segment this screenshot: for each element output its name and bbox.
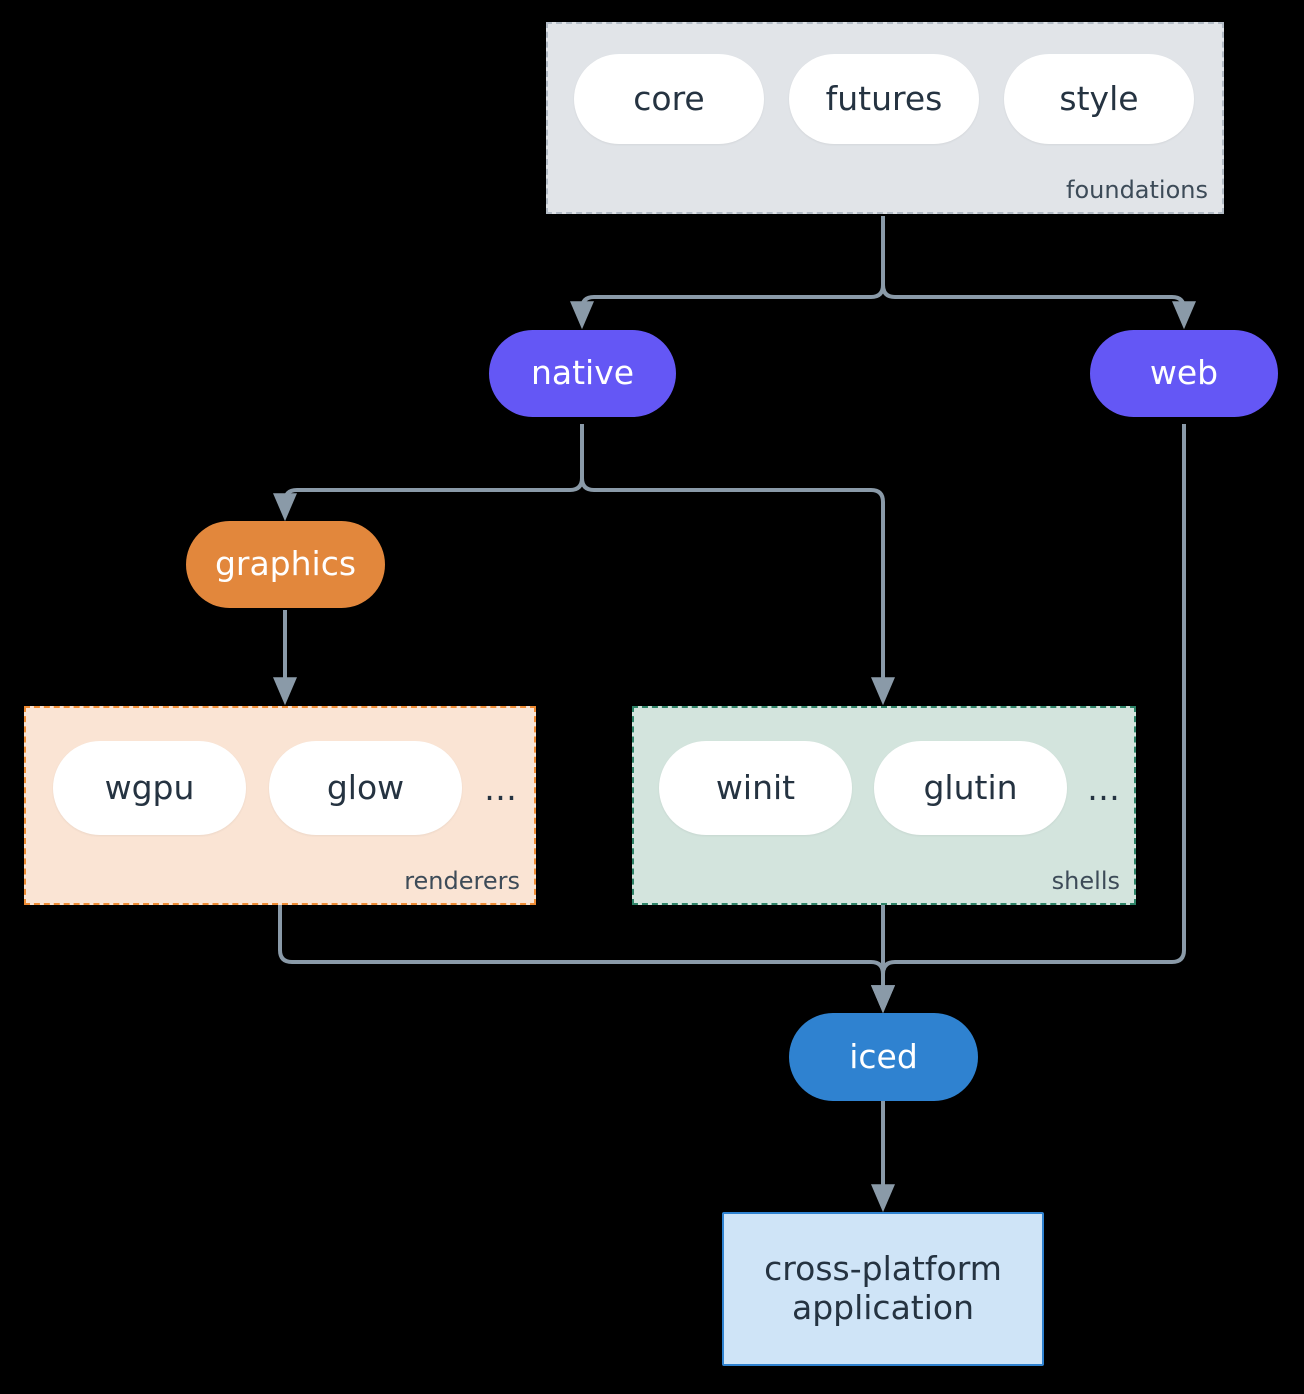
application-label-line2: application [791, 1288, 975, 1327]
node-winit[interactable]: winit [659, 741, 852, 835]
node-futures-label: futures [825, 78, 943, 118]
node-web-label: web [1149, 353, 1219, 393]
edge-renderers-iced [278, 905, 895, 1014]
edge-foundations-web [881, 216, 1196, 330]
shells-overflow-ellipsis: … [1087, 769, 1121, 808]
node-graphics[interactable]: graphics [186, 521, 385, 608]
cluster-renderers-label: renderers [404, 867, 520, 895]
node-style[interactable]: style [1004, 54, 1194, 144]
node-cross-platform-application[interactable]: cross-platform application [722, 1212, 1044, 1366]
node-graphics-label: graphics [214, 544, 357, 584]
node-glow-label: glow [326, 767, 405, 807]
node-core-label: core [633, 78, 705, 118]
cluster-shells: winit glutin … shells [632, 706, 1136, 905]
node-winit-label: winit [715, 767, 796, 807]
node-web[interactable]: web [1090, 330, 1278, 417]
node-native-label: native [530, 353, 635, 393]
edge-native-graphics [273, 424, 584, 522]
cluster-foundations: core futures style foundations [546, 22, 1224, 214]
edge-native-shells [580, 424, 895, 706]
node-style-label: style [1059, 78, 1139, 118]
node-wgpu-label: wgpu [104, 767, 195, 807]
edge-foundations-native [570, 216, 885, 330]
node-glutin-label: glutin [923, 767, 1018, 807]
node-iced-label: iced [849, 1036, 918, 1076]
node-iced[interactable]: iced [789, 1013, 978, 1101]
node-futures[interactable]: futures [789, 54, 979, 144]
node-native[interactable]: native [489, 330, 676, 417]
renderers-overflow-ellipsis: … [484, 769, 518, 808]
node-wgpu[interactable]: wgpu [53, 741, 246, 835]
application-label-line1: cross-platform [764, 1249, 1002, 1289]
cluster-renderers: wgpu glow … renderers [24, 706, 536, 905]
cluster-foundations-label: foundations [1066, 176, 1208, 204]
node-glow[interactable]: glow [269, 741, 462, 835]
node-glutin[interactable]: glutin [874, 741, 1067, 835]
cluster-shells-label: shells [1051, 867, 1120, 895]
node-core[interactable]: core [574, 54, 764, 144]
